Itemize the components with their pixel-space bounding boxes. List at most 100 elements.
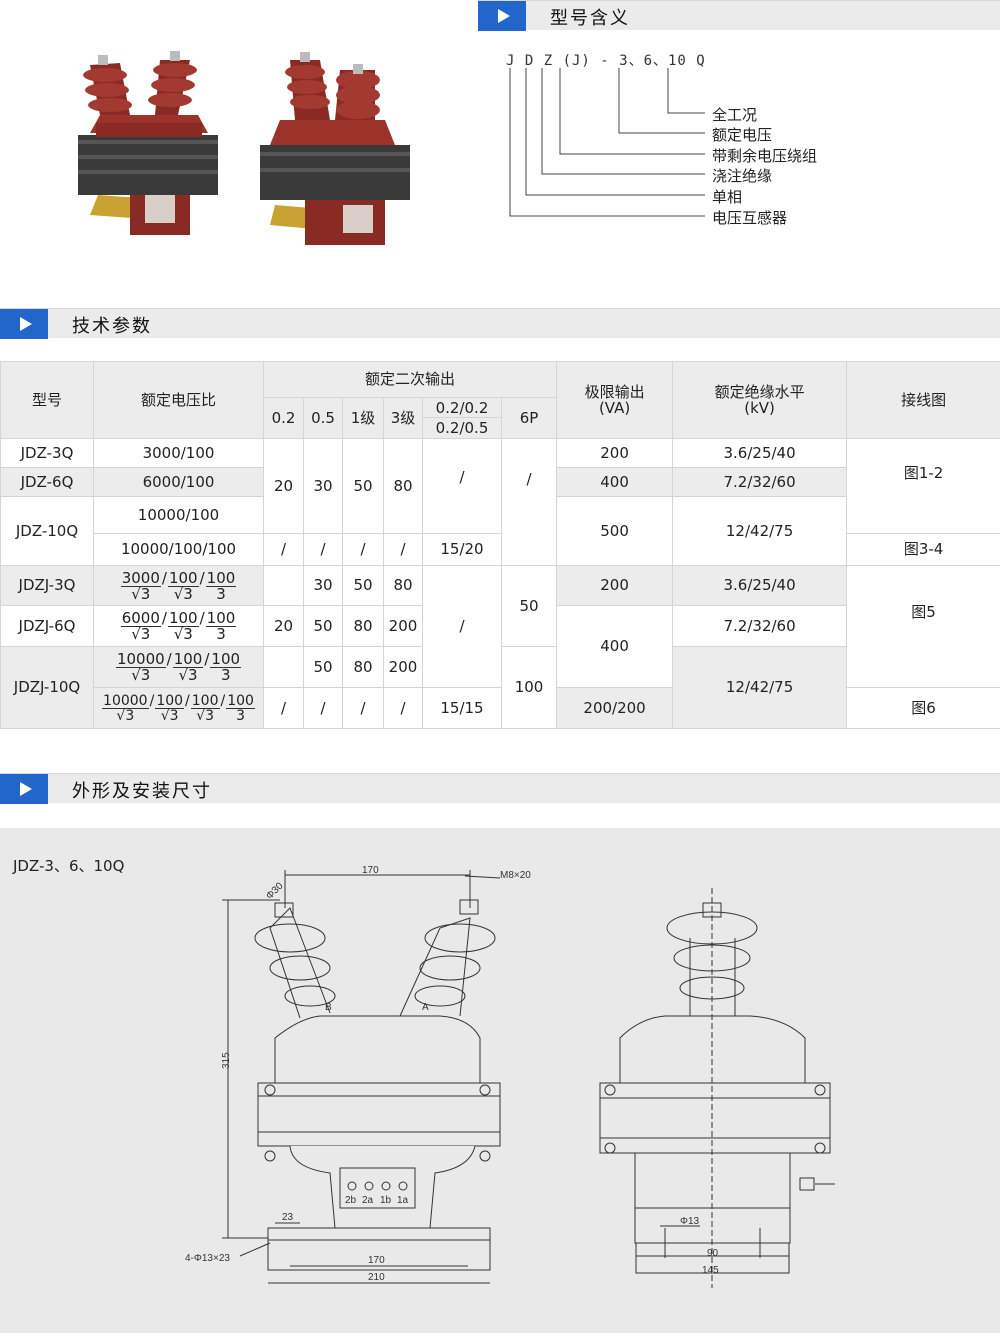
product-photo-right [260, 52, 410, 245]
table-cell: 80 [342, 646, 384, 688]
drawing-panel [0, 828, 1000, 1333]
dim-label: Φ13 [680, 1216, 700, 1227]
section-title: 技术参数 [72, 316, 152, 337]
table-cell: / [383, 533, 423, 566]
table-cell: 80 [342, 605, 384, 647]
play-icon [478, 1, 526, 31]
model-code: J D Z (J) - 3、6、10 Q [506, 53, 706, 69]
play-icon [0, 774, 48, 804]
dim-label: A [422, 1002, 429, 1013]
table-cell: / [500, 438, 558, 566]
section-header-dimensions: 外形及安装尺寸 [0, 773, 1000, 804]
table-cell: 50 [342, 565, 384, 606]
dim-label: B [325, 1002, 332, 1013]
table-cell: JDZ-3Q [0, 438, 94, 468]
product-photo-left [78, 51, 218, 235]
table-cell: 400 [556, 467, 674, 497]
table-cell: JDZ-10Q [0, 496, 94, 566]
section-title: 外形及安装尺寸 [72, 781, 212, 802]
table-cell: 20 [263, 438, 304, 534]
header-wiring: 接线图 [846, 361, 1000, 439]
legend-item: 带剩余电压绕组 [712, 147, 818, 165]
terminal-label: 2a [362, 1195, 374, 1206]
dim-label: 315 [221, 1052, 232, 1069]
header-model: 型号 [0, 361, 94, 439]
legend-item: 全工况 [712, 106, 758, 124]
table-cell: / [422, 438, 502, 534]
table-cell: / [263, 533, 304, 566]
legend-item: 电压互感器 [712, 209, 788, 227]
dim-label: M8×20 [500, 870, 531, 881]
sub-header: 3级 [383, 397, 423, 439]
header-ratio: 额定电压比 [93, 361, 264, 439]
section-header-tech: 技术参数 [0, 308, 1000, 339]
model-legend-lines [509, 68, 705, 217]
section-header-model: 型号含义 [478, 0, 1000, 31]
table-cell: 50 [303, 646, 343, 688]
table-cell: 10000/100 [93, 496, 264, 534]
table-cell: / [383, 687, 423, 729]
table-cell: 200 [556, 438, 674, 468]
table-cell: 图6 [846, 687, 1000, 729]
legend-item: 额定电压 [712, 126, 773, 144]
dim-label: 4-Φ13×23 [185, 1253, 230, 1264]
sub-header: 6P [500, 397, 558, 439]
table-cell: JDZJ-3Q [0, 565, 94, 606]
sub-header: 0.5 [303, 397, 343, 439]
table-cell: / [303, 687, 343, 729]
table-cell: 100 [500, 646, 558, 729]
table-cell: 80 [383, 438, 423, 534]
table-cell: 400 [556, 605, 674, 688]
table-cell: / [422, 565, 502, 688]
table-cell: 80 [383, 565, 423, 606]
table-cell: / [342, 687, 384, 729]
table-cell: 3000/100 [93, 438, 264, 468]
header-secondary: 额定二次输出 [262, 361, 558, 398]
play-icon [0, 309, 48, 339]
table-cell: 50 [500, 565, 558, 647]
table-cell: 10000/100/100 [93, 533, 264, 566]
terminal-label: 1a [397, 1195, 409, 1206]
table-cell: 20 [263, 605, 304, 647]
table-cell: 15/20 [422, 533, 502, 566]
header-limit: 极限输出(VA) [556, 361, 674, 439]
table-cell: 200 [383, 605, 423, 647]
spec-table: 型号 额定电压比 额定二次输出 极限输出(VA) 额定绝缘水平(kV) 接线图 … [0, 361, 1000, 729]
table-cell: 7.2/32/60 [672, 605, 848, 647]
dim-label: 170 [362, 865, 379, 876]
table-cell: 6000/100 [93, 467, 264, 497]
table-cell: 500 [556, 496, 674, 566]
table-cell [263, 646, 304, 688]
drawing-label: JDZ-3、6、10Q [13, 857, 125, 875]
table-cell: JDZJ-6Q [0, 605, 94, 647]
dim-label: 210 [368, 1272, 385, 1283]
table-cell: JDZ-6Q [0, 467, 94, 497]
table-cell: 图3-4 [846, 533, 1000, 566]
dim-label: 23 [282, 1212, 294, 1223]
table-cell: / [263, 687, 304, 729]
table-cell: 50 [342, 438, 384, 534]
table-cell: 12/42/75 [672, 496, 848, 566]
table-cell: 3.6/25/40 [672, 565, 848, 606]
terminal-label: 2b [345, 1195, 357, 1206]
terminal-label: 1b [380, 1195, 392, 1206]
header-insulation: 额定绝缘水平(kV) [672, 361, 848, 439]
table-cell: 200/200 [556, 687, 674, 729]
table-cell: 50 [303, 605, 343, 647]
table-cell: JDZJ-10Q [0, 646, 94, 729]
sub-header: 1级 [342, 397, 384, 439]
section-title: 型号含义 [550, 8, 630, 29]
table-cell: 200 [383, 646, 423, 688]
dim-label: 170 [368, 1255, 385, 1266]
table-cell: / [342, 533, 384, 566]
table-cell: 7.2/32/60 [672, 467, 848, 497]
table-cell: 30 [303, 565, 343, 606]
table-cell: / [303, 533, 343, 566]
dim-label: 90 [707, 1248, 719, 1259]
dim-label: 145 [702, 1265, 719, 1276]
